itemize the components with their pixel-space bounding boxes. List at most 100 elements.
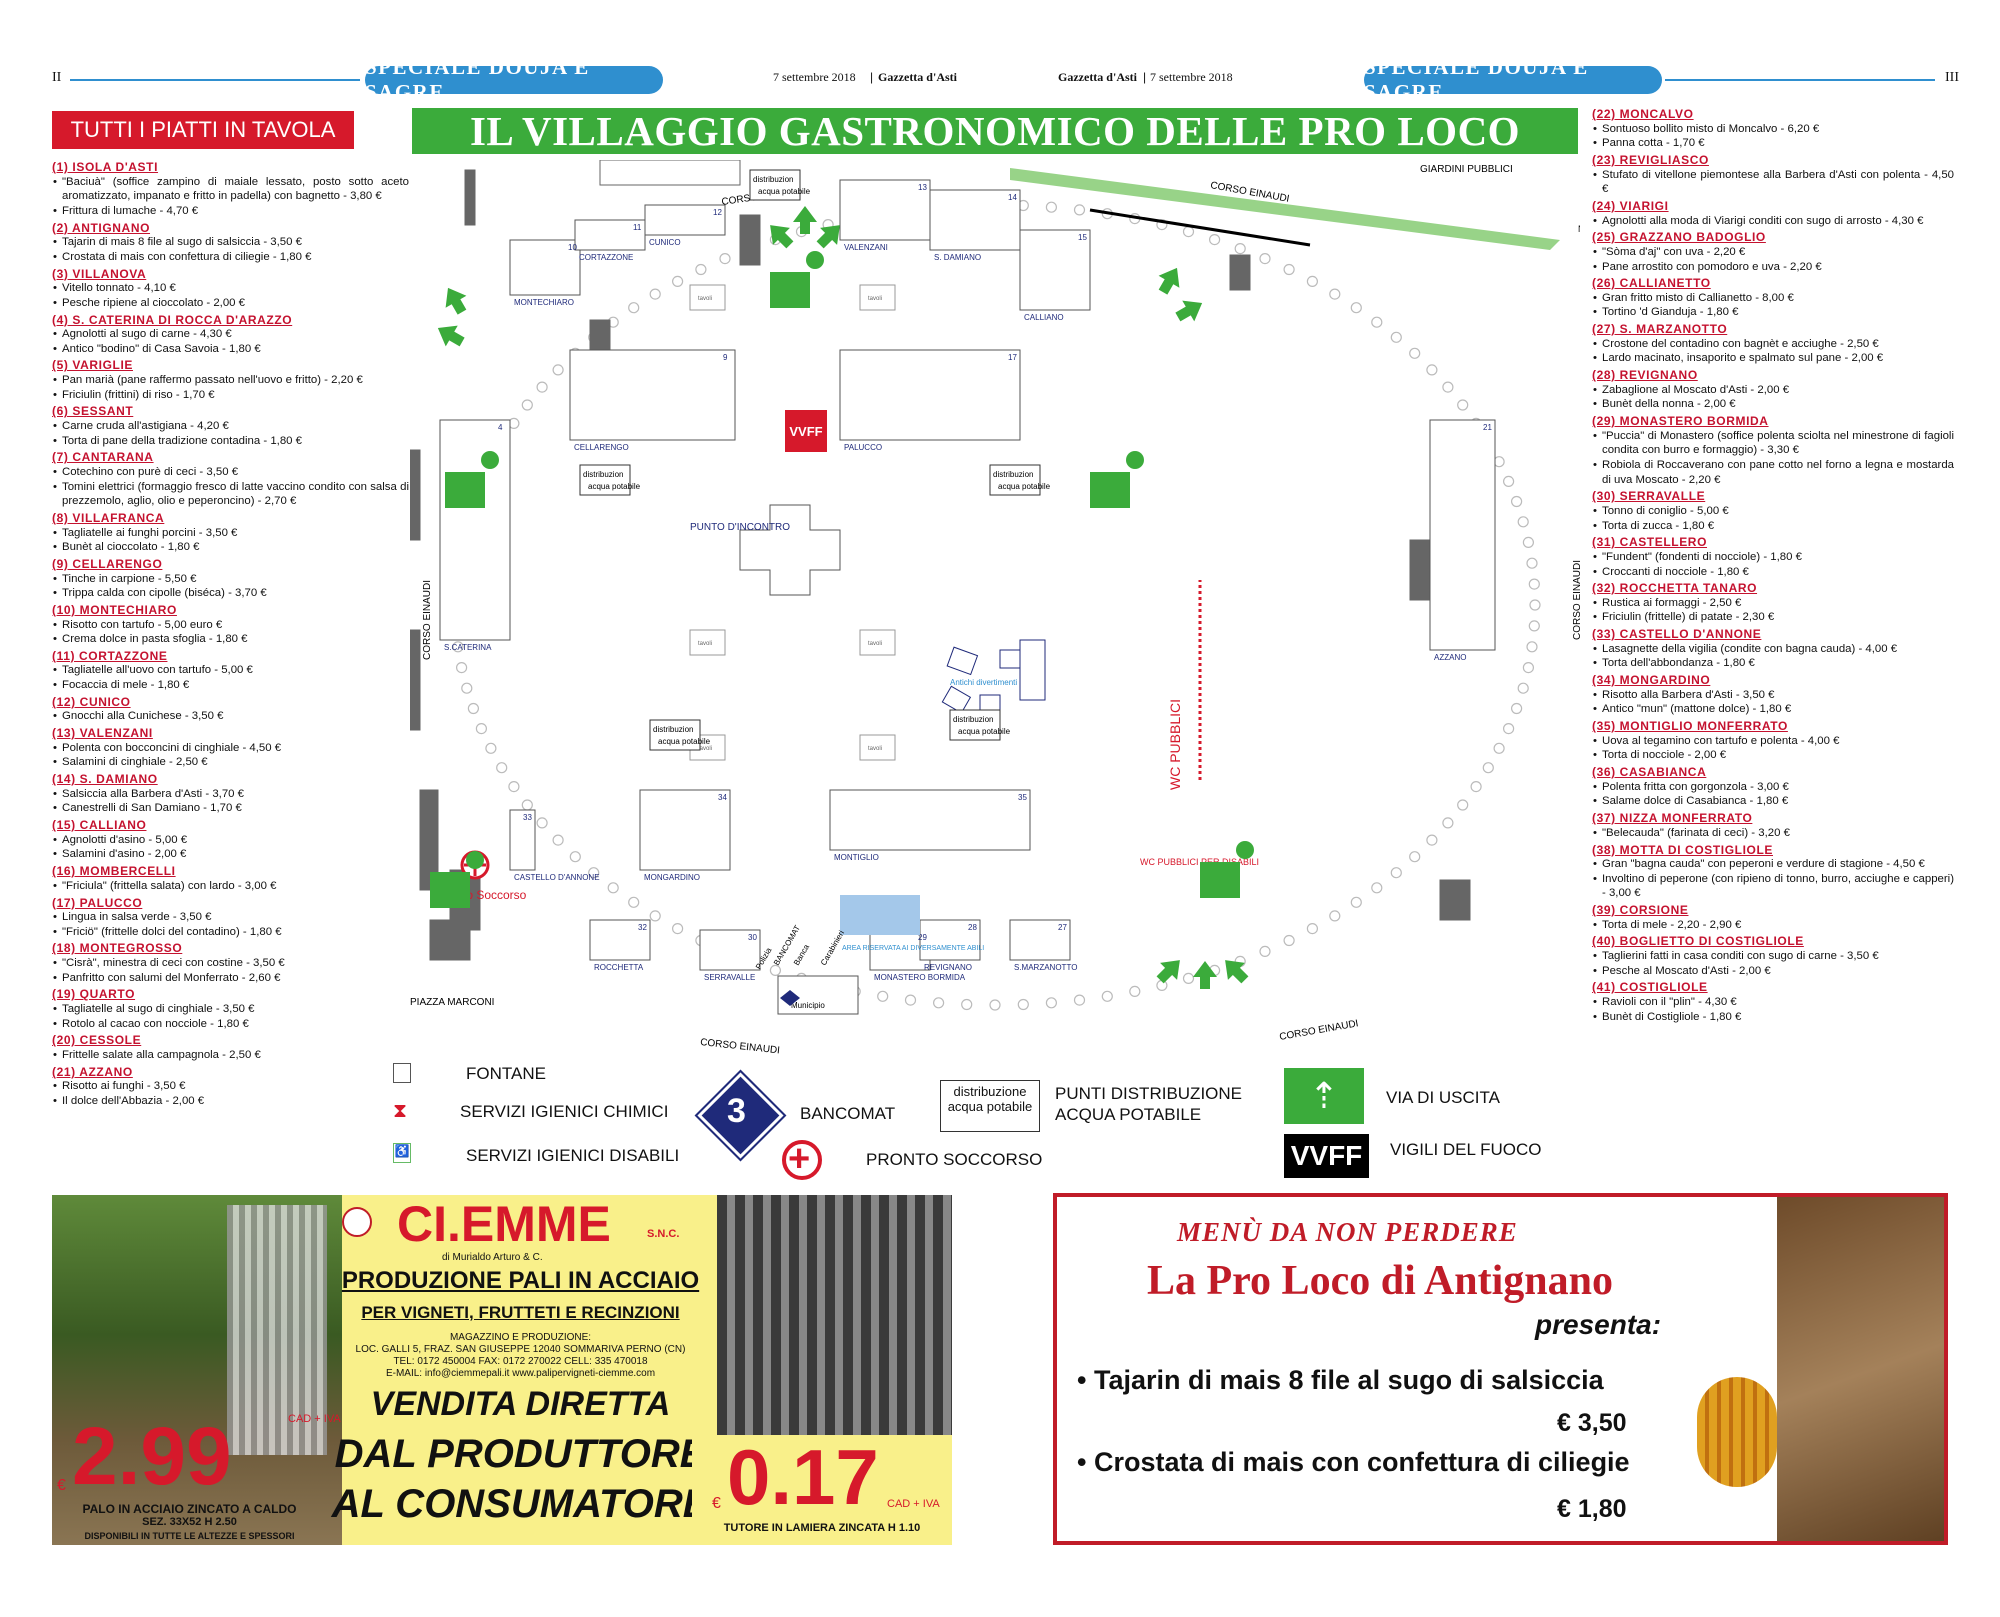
stall-number: 10: [568, 243, 577, 252]
wc-label: WC PUBBLICI: [1167, 699, 1183, 790]
tree-mark: [1522, 662, 1535, 674]
stall: [589, 919, 651, 961]
menu-entry: (32) ROCCHETTA TANARORustica ai formaggi…: [1592, 581, 1954, 625]
tree-mark: [452, 641, 464, 653]
tree-mark: [588, 867, 600, 879]
tree-mark: [1442, 817, 1454, 829]
exit-arrow-icon: [445, 287, 467, 315]
tree-mark: [1045, 201, 1058, 213]
ciemme-addr3: TEL: 0172 450004 FAX: 0172 270022 CELL: …: [393, 1356, 648, 1367]
menu-entry: (33) CASTELLO D'ANNONELasagnette della v…: [1592, 627, 1954, 671]
menu-entry-name: (9) CELLARENGO: [52, 556, 163, 571]
poles-photo-left: [227, 1205, 327, 1455]
menu-entry-name: (7) CANTARANA: [52, 450, 154, 465]
exit-arrow-icon: [1156, 960, 1180, 984]
price1-section: SEZ. 33X52 H 2.50: [142, 1516, 237, 1528]
tree-mark: [961, 998, 973, 1011]
menu-dish: Robiola di Roccaverano con pane cotto ne…: [1593, 458, 1954, 487]
stall: [509, 239, 581, 296]
menu-entry: (31) CASTELLERO"Fundent" (fondenti di no…: [1592, 535, 1954, 579]
tree-mark: [1329, 288, 1341, 300]
menu-entry-name: (38) MOTTA DI COSTIGLIOLE: [1592, 842, 1773, 857]
menu-dish: Torta di nocciole - 2,00 €: [1593, 748, 1954, 763]
tree-mark: [1510, 702, 1523, 715]
menu-entry-name: (23) REVIGLIASCO: [1592, 152, 1709, 167]
water-point-label: distribuzion: [583, 470, 623, 479]
legend-vvff-box: VVFF: [1284, 1134, 1369, 1178]
corn-cob-icon: [1697, 1377, 1777, 1487]
ciemme-addr1: MAGAZZINO E PRODUZIONE:: [449, 1332, 592, 1343]
stall-label: MONTECHIARO: [514, 298, 574, 307]
price1-value: 2.99: [72, 1411, 232, 1502]
menu-dish: Bunèt di Costigliole - 1,80 €: [1593, 1010, 1954, 1025]
water-point: [989, 464, 1041, 496]
antignano-presenta: presenta:: [1535, 1309, 1662, 1340]
stall-label: MONASTERO BORMIDA: [874, 973, 966, 982]
tree-mark: [467, 702, 480, 715]
tree-mark: [569, 851, 581, 863]
legend-exit: VIA DI USCITA: [1386, 1088, 1500, 1107]
menu-dish: Torta di pane della tradizione contadina…: [53, 434, 409, 449]
menu-entry: (30) SERRAVALLETonno di coniglio - 5,00 …: [1592, 489, 1954, 533]
municipio-label: Municipio: [791, 1001, 825, 1010]
exit-point: [806, 251, 824, 269]
menu-dish: Lardo macinato, insaporito e spalmato su…: [1593, 351, 1954, 366]
header-rule-left: [70, 79, 360, 81]
tree-mark: [1493, 742, 1505, 754]
legend-bancomat: BANCOMAT: [800, 1104, 896, 1123]
legend-chimici: SERVIZI IGIENICI CHIMICI: [460, 1102, 669, 1121]
menu-dish: Tagliatelle ai funghi porcini - 3,50 €: [53, 526, 409, 541]
tree-mark: [1409, 347, 1421, 359]
menu-entry-name: (6) SESSANT: [52, 404, 134, 419]
stall-number: 21: [1483, 423, 1492, 432]
menu-dish: Il dolce dell'Abbazia - 2,00 €: [53, 1094, 409, 1109]
tree-mark: [1390, 867, 1402, 879]
page-title: IL VILLAGGIO GASTRONOMICO DELLE PRO LOCO: [412, 108, 1578, 154]
stall-label: VALENZANI: [844, 243, 888, 252]
tree-mark: [1259, 945, 1271, 958]
menu-entry-name: (21) AZZANO: [52, 1064, 133, 1079]
tree-mark: [1306, 922, 1319, 935]
antignano-title: La Pro Loco di Antignano: [1147, 1258, 1613, 1304]
tree-mark: [1482, 762, 1494, 774]
stall: [509, 809, 536, 871]
tree-mark: [508, 780, 520, 793]
tree-mark: [461, 682, 473, 694]
menu-entry-name: (27) S. MARZANOTTO: [1592, 322, 1728, 337]
menu-entry: (38) MOTTA DI COSTIGLIOLEGran "bagna cau…: [1592, 843, 1954, 901]
legend-water-box: distribuzione acqua potabile: [940, 1080, 1040, 1132]
ciemme-snc: S.N.C.: [647, 1228, 680, 1240]
menu-entry-name: (10) MONTECHIARO: [52, 602, 177, 617]
menu-dish: Lasagnette della vigilia (condite con ba…: [1593, 642, 1954, 657]
menu-entry: (9) CELLARENGOTinche in carpione - 5,50 …: [52, 557, 409, 601]
legend-exit-icon: ⇡: [1284, 1068, 1364, 1124]
legend-chimici-icon: ⧗: [393, 1100, 408, 1122]
stall: [839, 179, 931, 241]
tree-mark: [1493, 456, 1505, 468]
menu-dish: Friciulin (frittini) di riso - 1,70 €: [53, 388, 409, 403]
menu-entry-name: (19) QUARTO: [52, 987, 136, 1002]
water-point: [749, 169, 801, 201]
menu-entry: (34) MONGARDINORisotto alla Barbera d'As…: [1592, 673, 1954, 717]
tree-mark: [695, 263, 707, 276]
tree-mark: [1510, 495, 1523, 508]
stall: [569, 349, 736, 441]
tree-mark: [1182, 972, 1195, 985]
menu-entry-name: (24) VIARIGI: [1592, 198, 1669, 213]
menu-dish: Salamini d'asino - 2,00 €: [53, 847, 409, 862]
price2-value: 0.17: [727, 1433, 879, 1521]
menu-entry: (28) REVIGNANOZabaglione al Moscato d'As…: [1592, 368, 1954, 412]
menu-dish: Tortino 'd Gianduja - 1,80 €: [1593, 305, 1954, 320]
exit-icon: [1200, 862, 1240, 898]
north-label: N: [1578, 224, 1580, 234]
stall: [829, 789, 1031, 851]
menu-entry-name: (32) ROCCHETTA TANARO: [1592, 581, 1758, 596]
menu-dish: Taglierini fatti in casa conditi con sug…: [1593, 949, 1954, 964]
ciemme-vendita: VENDITA DIRETTA: [370, 1385, 671, 1423]
menu-entry: (22) MONCALVOSontuoso bollito misto di M…: [1592, 107, 1954, 151]
menu-entry: (24) VIARIGIAgnolotti alla moda di Viari…: [1592, 199, 1954, 228]
menu-entry-name: (34) MONGARDINO: [1592, 673, 1711, 688]
menu-entry: (39) CORSIONETorta di mele - 2,20 - 2,90…: [1592, 903, 1954, 932]
tree-mark: [1517, 682, 1529, 694]
menu-dish: Vitello tonnato - 4,10 €: [53, 281, 409, 296]
